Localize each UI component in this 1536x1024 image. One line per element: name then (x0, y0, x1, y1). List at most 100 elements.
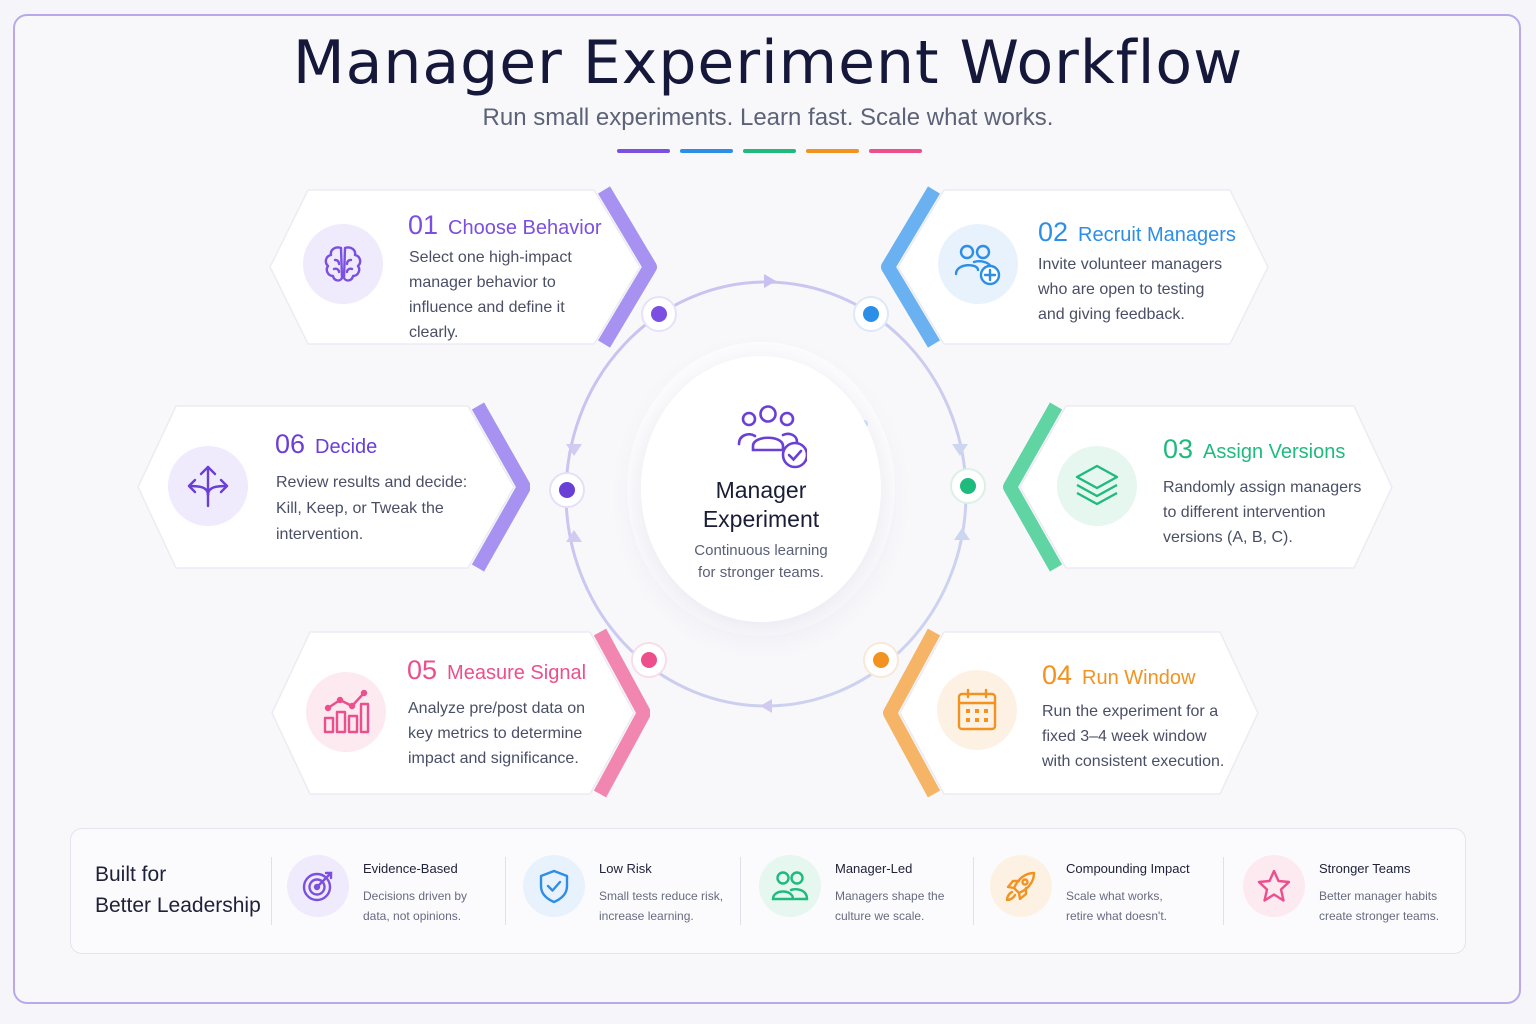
feature-desc-line2: data, not opinions. (363, 909, 462, 923)
step-heading-03: 03 Assign Versions (1163, 434, 1345, 465)
step-desc-05: Analyze pre/post data on key metrics to … (408, 696, 585, 771)
step-desc-04-line2: fixed 3–4 week window (1042, 728, 1207, 745)
step-card-06: 06 Decide Review results and decide: Kill… (136, 402, 530, 572)
step-desc-02-line2: who are open to testing (1038, 281, 1205, 298)
step-desc-01: Select one high-impact manager behavior … (409, 245, 572, 345)
step-desc-03-line3: versions (A, B, C). (1163, 529, 1293, 546)
accent-bar-purple (617, 149, 670, 153)
feature-desc-line2: culture we scale. (835, 909, 925, 923)
step-number-01: 01 (408, 210, 439, 240)
step-desc-04-line3: with consistent execution. (1042, 753, 1225, 770)
divider (271, 857, 272, 925)
star-icon (1243, 855, 1305, 917)
center-title-line1: Manager (715, 477, 807, 503)
feature-desc: Better manager habits create stronger te… (1319, 886, 1439, 926)
step-desc-02-line3: and giving feedback. (1038, 306, 1185, 323)
center-subtitle-line1: Continuous learning (694, 542, 828, 559)
feature-title: Low Risk (599, 861, 652, 876)
step-number-06: 06 (275, 429, 306, 459)
rocket-icon (990, 855, 1052, 917)
center-hub: Manager Experiment Continuous learning f… (641, 356, 881, 622)
accent-bar-green (743, 149, 796, 153)
feature-desc-line1: Decisions driven by (363, 889, 468, 903)
step-label-04: Run Window (1082, 667, 1196, 689)
node-dot-01 (641, 296, 677, 332)
feature-title: Stronger Teams (1319, 861, 1411, 876)
accent-bar-pink (869, 149, 922, 153)
node-dot-06 (549, 472, 585, 508)
card-shape-03 (1003, 402, 1393, 572)
accent-bars (617, 149, 922, 153)
step-label-03: Assign Versions (1203, 441, 1346, 463)
page-subtitle: Run small experiments. Learn fast. Scale… (482, 104, 1054, 131)
calendar-icon (937, 670, 1017, 750)
divider (505, 857, 506, 925)
feature-desc-line2: create stronger teams. (1319, 909, 1440, 923)
step-label-06: Decide (315, 436, 378, 458)
step-desc-06: Review results and decide: Kill, Keep, o… (276, 470, 467, 548)
step-number-03: 03 (1163, 434, 1194, 464)
step-desc-01-line3: influence and define it (409, 299, 565, 316)
step-desc-01-line4: clearly. (409, 324, 459, 341)
step-heading-06: 06 Decide (275, 429, 377, 460)
step-label-05: Measure Signal (447, 662, 587, 684)
node-dot-03 (950, 468, 986, 504)
cycle-arrow-left-lower (566, 530, 582, 542)
center-title: Manager Experiment (641, 476, 881, 534)
benefits-title-line2: Better Leadership (95, 894, 261, 917)
step-desc-05-line3: impact and significance. (408, 750, 579, 767)
divider (973, 857, 974, 925)
step-desc-01-line2: manager behavior to (409, 274, 556, 291)
feature-desc-line1: Managers shape the (835, 889, 945, 903)
step-desc-03-line1: Randomly assign managers (1163, 479, 1362, 496)
bar-chart-icon (306, 672, 386, 752)
step-desc-06-line1: Review results and decide: (276, 474, 468, 491)
feature-desc: Decisions driven by data, not opinions. (363, 886, 467, 926)
benefits-title-line1: Built for (95, 863, 167, 886)
step-desc-02-line1: Invite volunteer managers (1038, 256, 1223, 273)
feature-desc: Managers shape the culture we scale. (835, 886, 944, 926)
cycle-arrow-bottom (760, 699, 772, 713)
step-desc-03-line2: to different intervention (1163, 504, 1326, 521)
feature-title: Manager-Led (835, 861, 913, 876)
cycle-arrow-left-upper (566, 444, 582, 456)
feature-desc-line1: Better manager habits (1319, 889, 1438, 903)
target-icon (287, 855, 349, 917)
divider (740, 857, 741, 925)
layers-icon (1057, 446, 1137, 526)
divider (1223, 857, 1224, 925)
step-card-04: 04 Run Window Run the experiment for a fi… (882, 628, 1262, 798)
accent-bar-orange (806, 149, 859, 153)
step-desc-06-line3: intervention. (276, 526, 364, 543)
benefits-title: Built for Better Leadership (95, 859, 261, 921)
step-desc-05-line1: Analyze pre/post data on (408, 700, 586, 717)
step-desc-02: Invite volunteer managers who are open t… (1038, 252, 1222, 327)
cycle-arrow-right-lower (954, 528, 970, 540)
step-desc-05-line2: key metrics to determine (408, 725, 583, 742)
cycle-arrow-top (764, 274, 776, 288)
feature-desc-line2: increase learning. (599, 909, 694, 923)
node-dot-04 (863, 642, 899, 678)
center-subtitle-line2: for stronger teams. (698, 564, 824, 581)
center-title-line2: Experiment (702, 506, 820, 532)
accent-bar-blue (680, 149, 733, 153)
feature-desc-line1: Small tests reduce risk, (599, 889, 724, 903)
shield-check-icon (523, 855, 585, 917)
cycle-arrow-right-upper (952, 444, 968, 456)
node-dot-05 (631, 642, 667, 678)
step-desc-06-line2: Kill, Keep, or Tweak the (276, 500, 444, 517)
add-users-icon (938, 224, 1018, 304)
step-number-04: 04 (1042, 660, 1073, 690)
center-subtitle: Continuous learning for stronger teams. (641, 540, 881, 584)
feature-desc: Scale what works, retire what doesn't. (1066, 886, 1167, 926)
feature-title: Compounding Impact (1066, 861, 1190, 876)
step-desc-04-line1: Run the experiment for a (1042, 703, 1219, 720)
feature-desc-line1: Scale what works, (1066, 889, 1163, 903)
team-check-icon (735, 404, 809, 475)
